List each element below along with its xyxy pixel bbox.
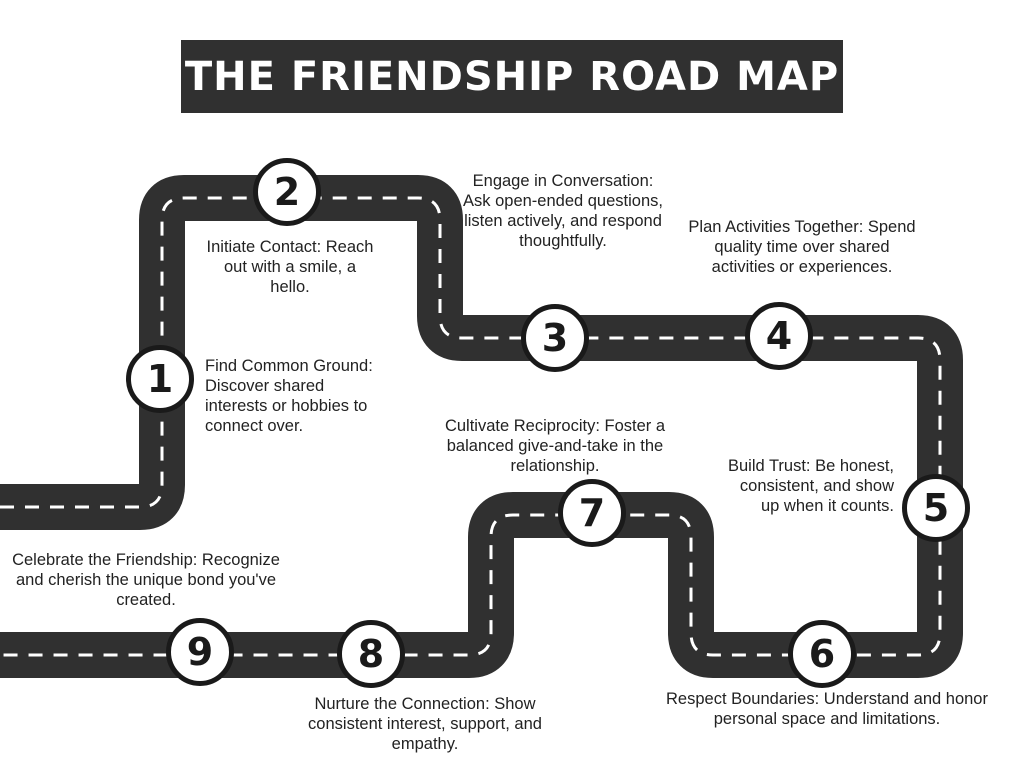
step-marker-3: 3 xyxy=(521,304,589,372)
step-text-8: Nurture the Connection: Show consistent … xyxy=(308,695,542,753)
step-marker-9: 9 xyxy=(166,618,234,686)
step-marker-7: 7 xyxy=(558,479,626,547)
step-text-4: Plan Activities Together: Spend quality … xyxy=(688,218,916,276)
step-text-7: Cultivate Reciprocity: Foster a balanced… xyxy=(444,417,666,475)
step-marker-2: 2 xyxy=(253,158,321,226)
step-marker-8: 8 xyxy=(337,620,405,688)
title-banner: THE FRIENDSHIP ROAD MAP xyxy=(181,40,843,113)
step-marker-5: 5 xyxy=(902,474,970,542)
step-text-6: Respect Boundaries: Understand and honor… xyxy=(666,690,988,728)
page-title: THE FRIENDSHIP ROAD MAP xyxy=(184,53,840,100)
step-text-9: Celebrate the Friendship: Recognize and … xyxy=(12,551,280,609)
step-text-2: Initiate Contact: Reach out with a smile… xyxy=(206,238,374,296)
step-text-3: Engage in Conversation: Ask open-ended q… xyxy=(463,172,663,250)
step-text-1: Find Common Ground: Discover shared inte… xyxy=(205,357,373,435)
step-marker-1: 1 xyxy=(126,345,194,413)
step-text-5: Build Trust: Be honest, consistent, and … xyxy=(727,457,894,515)
step-marker-4: 4 xyxy=(745,302,813,370)
step-marker-6: 6 xyxy=(788,620,856,688)
